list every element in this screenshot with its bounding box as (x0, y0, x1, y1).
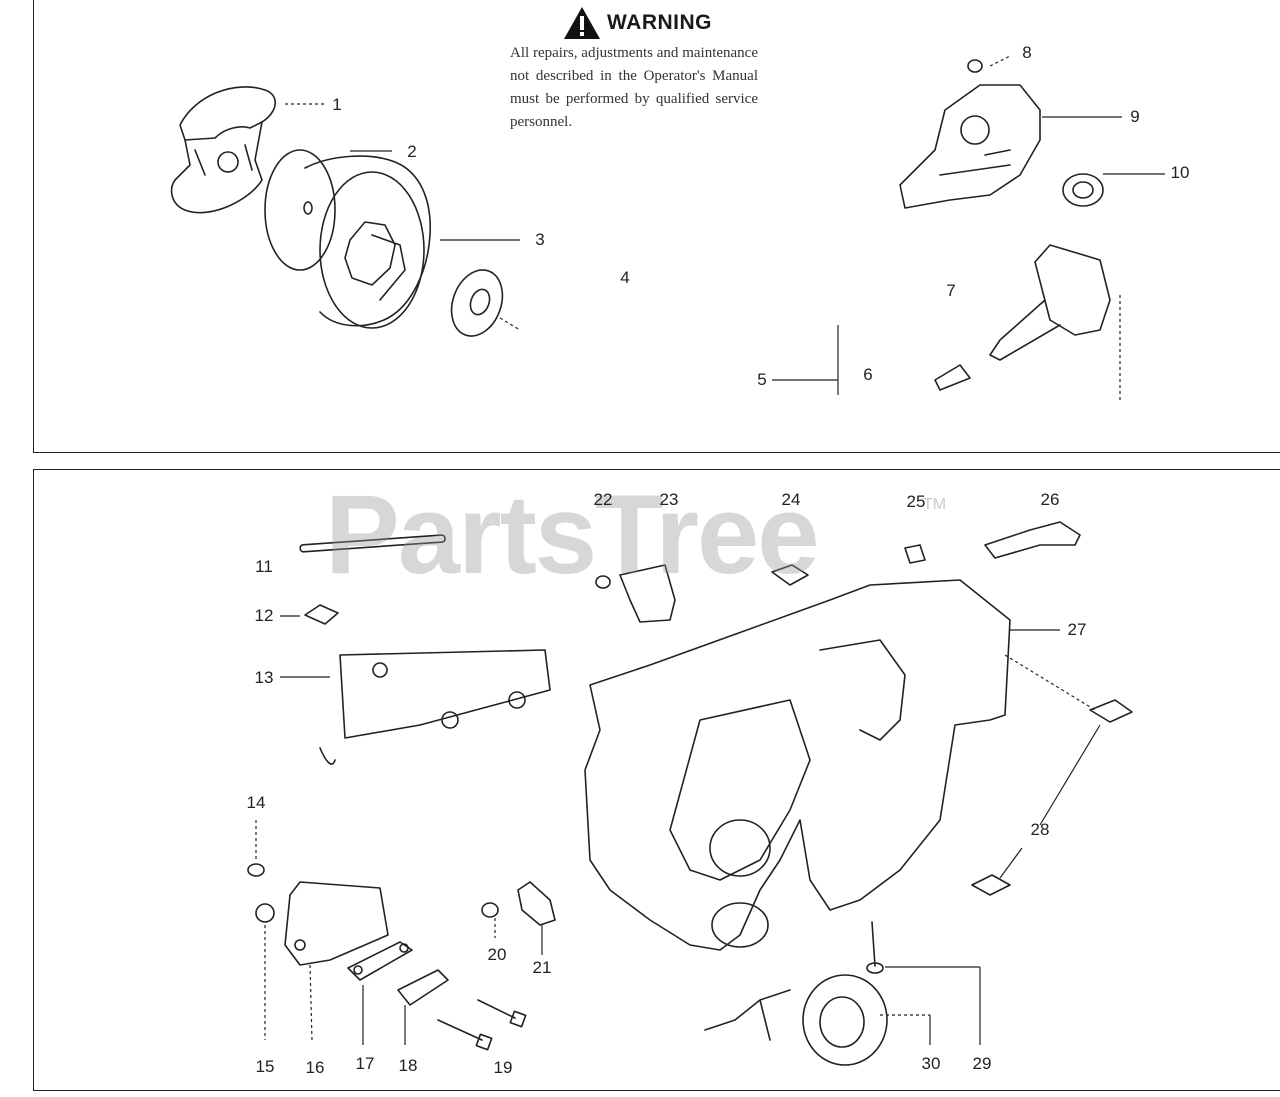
callout-30: 30 (921, 1054, 941, 1073)
callout-3: 3 (535, 230, 545, 249)
part-24-nut (771, 564, 809, 586)
watermark: PartsTree (325, 472, 820, 597)
callout-28: 28 (1030, 820, 1050, 839)
part-9-pump-cover (899, 59, 1041, 209)
callout-19: 19 (493, 1058, 513, 1077)
part-3-clutch-drum (304, 155, 431, 329)
part-12-nut (304, 604, 339, 625)
callout-10: 10 (1170, 163, 1190, 182)
part-14-screw (247, 863, 265, 877)
part-7-oil-pump (934, 244, 1111, 391)
part-2-drum-plate (264, 149, 336, 271)
watermark-tm: TM (923, 496, 947, 513)
bottom-diagram-panel (33, 469, 1280, 1091)
part-26-lever (984, 521, 1081, 559)
callout-18: 18 (398, 1056, 418, 1075)
part-1-clutch-shoe (170, 86, 276, 214)
callout-17: 17 (355, 1054, 375, 1073)
callout-6: 6 (863, 365, 873, 384)
callout-26: 26 (1040, 490, 1060, 509)
warning-triangle-icon (564, 7, 600, 39)
part-13-plate (319, 649, 551, 765)
callout-13: 13 (254, 668, 274, 687)
callout-7: 7 (946, 281, 956, 300)
part-11-bar-rod (299, 534, 446, 553)
callout-16: 16 (305, 1058, 325, 1077)
warning-header: WARNING (563, 6, 712, 40)
part-19-bolts (437, 999, 527, 1051)
callout-4: 4 (620, 268, 630, 287)
callout-27: 27 (1067, 620, 1087, 639)
part-17-link-plate (347, 941, 413, 981)
callout-5: 5 (757, 370, 767, 389)
callout-15: 15 (255, 1057, 275, 1076)
part-20-screw (481, 902, 499, 918)
part-30-starter-pulley (704, 974, 888, 1066)
callout-24: 24 (781, 490, 801, 509)
top-diagram-panel (33, 0, 1280, 453)
part-18-tab (397, 969, 449, 1006)
callout-2: 2 (407, 142, 417, 161)
part-15-nut (255, 903, 275, 923)
warning-text: All repairs, adjustments and maintenance… (510, 45, 758, 130)
callout-25: 25 (906, 492, 926, 511)
part-27-crankcase (584, 579, 1011, 951)
leader-lines (255, 55, 1165, 1045)
callout-23: 23 (659, 490, 679, 509)
callout-20: 20 (487, 945, 507, 964)
callout-9: 9 (1130, 107, 1140, 126)
part-23-bracket (595, 564, 676, 623)
callout-1: 1 (332, 95, 342, 114)
part-16-oil-pump-body (284, 881, 389, 966)
callout-11: 11 (255, 557, 273, 576)
part-4-washer (450, 269, 504, 337)
part-25-clip (904, 544, 926, 564)
callout-12: 12 (254, 606, 274, 625)
warning-title: WARNING (607, 11, 712, 34)
callout-8: 8 (1022, 43, 1032, 62)
callout-22: 22 (593, 490, 613, 509)
callout-21: 21 (532, 958, 552, 977)
callout-14: 14 (246, 793, 266, 812)
part-28-nut (971, 699, 1133, 896)
part-29-screw (866, 921, 884, 974)
part-21-bracket (517, 881, 556, 926)
callout-29: 29 (972, 1054, 992, 1073)
part-10-worm-gear (1062, 173, 1104, 207)
